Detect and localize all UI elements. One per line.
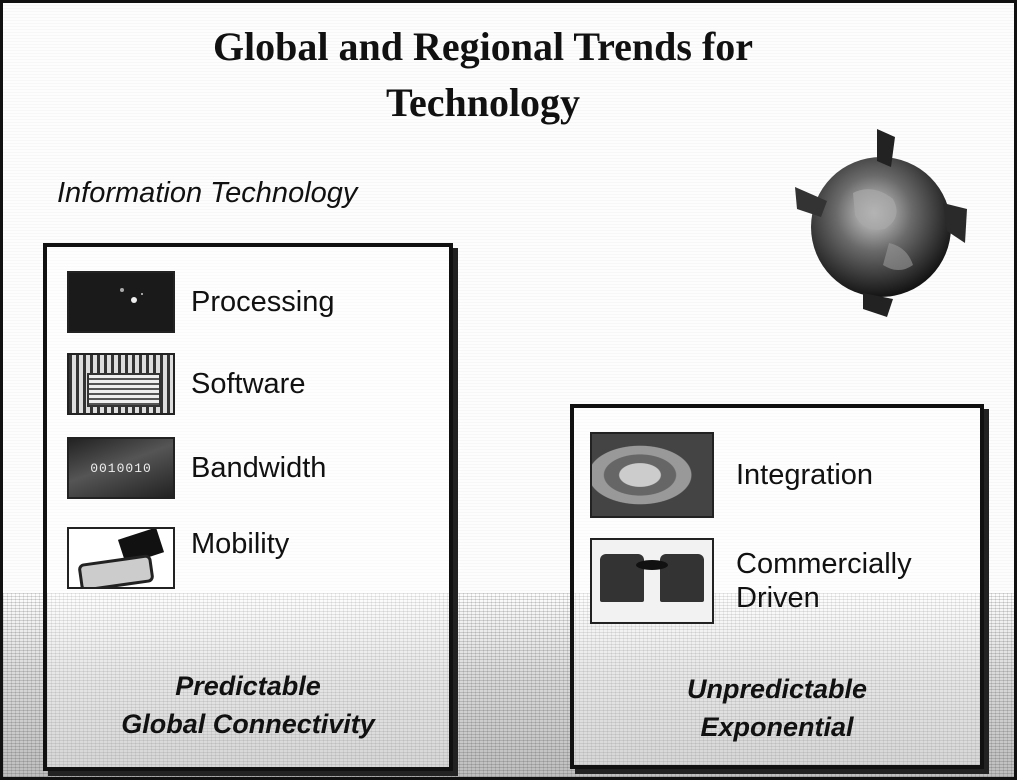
software-screens-icon: [67, 353, 175, 415]
boardroom-icon: [590, 538, 714, 624]
list-item-bandwidth: 0010010 Bandwidth: [67, 437, 326, 499]
item-label-line-2: Driven: [736, 582, 820, 614]
list-item-software: Software: [67, 353, 305, 415]
globe-icon: [795, 129, 967, 317]
panel-footer: Unpredictable Exponential: [574, 670, 980, 746]
footer-line-2: Global Connectivity: [121, 709, 375, 739]
slide-title-line-1: Global and Regional Trends for: [212, 24, 754, 69]
list-item-mobility: Mobility: [67, 527, 289, 589]
slide-title: Global and Regional Trends for Technolog…: [103, 19, 863, 131]
footer-line-1: Predictable: [175, 671, 321, 701]
footer-line-2: Exponential: [700, 712, 854, 742]
item-label: Processing: [191, 286, 335, 318]
mobile-device-icon: [67, 527, 175, 589]
panel-footer: Predictable Global Connectivity: [47, 667, 449, 743]
list-item-commercially-driven: Commercially Driven: [590, 538, 912, 624]
footer-line-1: Unpredictable: [686, 674, 868, 704]
item-label: Commercially Driven: [736, 547, 912, 615]
binary-stream-icon: 0010010: [67, 437, 175, 499]
integration-globe-icon: [590, 432, 714, 518]
item-label: Mobility: [191, 528, 290, 560]
item-label: Integration: [736, 459, 874, 491]
item-label: Bandwidth: [191, 452, 327, 484]
slide-title-line-2: Technology: [385, 80, 581, 125]
predictable-trends-panel: Processing Software 0010010 Bandwidth Mo…: [43, 243, 453, 771]
list-item-processing: Processing: [67, 271, 334, 333]
unpredictable-trends-panel: Integration Commercially Driven Unpredic…: [570, 404, 984, 769]
scan-noise-texture: [3, 593, 1014, 777]
item-label-line-1: Commercially: [736, 548, 912, 580]
processing-chip-icon: [67, 271, 175, 333]
item-label: Software: [191, 368, 306, 400]
list-item-integration: Integration: [590, 432, 873, 518]
section-subtitle: Information Technology: [57, 177, 358, 209]
